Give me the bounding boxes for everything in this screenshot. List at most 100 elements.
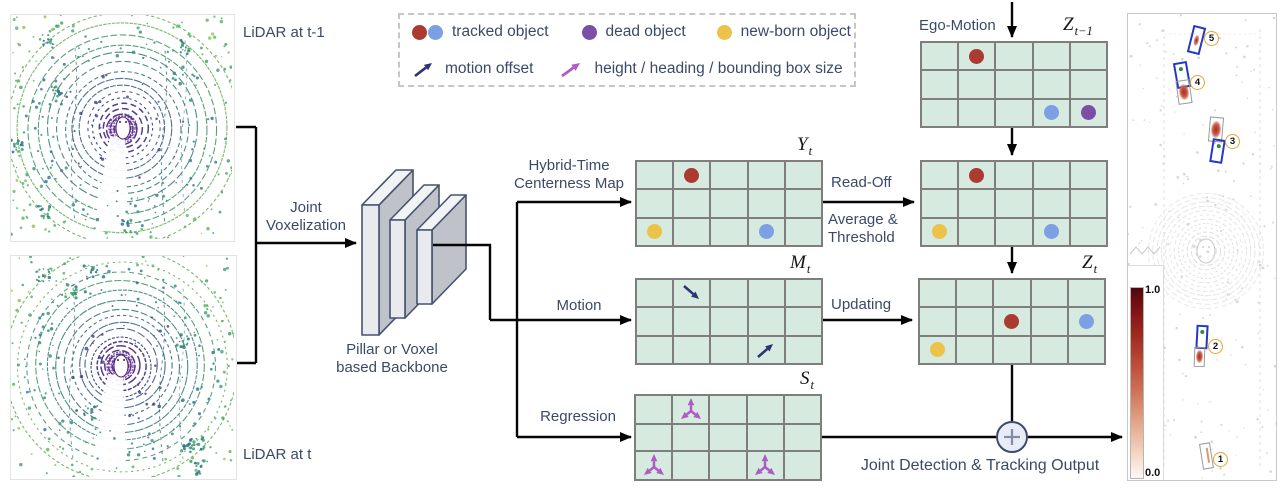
grid-cell — [673, 396, 709, 423]
grid-z-t — [918, 278, 1106, 365]
grid-cell — [959, 218, 995, 245]
grid-z-t-minus-1 — [920, 41, 1108, 128]
grid-cell — [711, 308, 747, 335]
grid-cell — [674, 162, 710, 189]
grid-cell — [959, 99, 995, 126]
grid-cell — [636, 452, 672, 479]
grid-cell — [996, 99, 1032, 126]
grid-cell — [637, 308, 673, 335]
grid-cell — [637, 336, 673, 363]
motion-offset-arrow-icon — [412, 59, 436, 79]
read-off-label: Read-Off — [831, 174, 892, 191]
tracked-blue-dot-icon — [428, 24, 443, 40]
grid-cell — [996, 71, 1032, 98]
grid-cell — [1031, 280, 1067, 307]
grid-cell — [637, 190, 673, 217]
grid-cell — [994, 308, 1030, 335]
output-label: Joint Detection & Tracking Output — [860, 457, 1100, 474]
grid-cell — [785, 308, 821, 335]
grid-cell — [996, 43, 1032, 70]
grid-cell — [1033, 162, 1069, 189]
grid-y-t — [635, 160, 823, 247]
grid-cell — [637, 218, 673, 245]
grid-cell — [1068, 336, 1104, 363]
regression-arrow-glyph — [561, 63, 581, 78]
grid-cell — [748, 308, 784, 335]
regression-arrow-icon — [559, 59, 585, 79]
grid-cell — [747, 425, 783, 450]
grid-cell — [674, 336, 710, 363]
grid-cell — [922, 71, 958, 98]
grid-cell — [957, 280, 993, 307]
lidar-image-t-1 — [10, 14, 235, 242]
grid-cell — [711, 336, 747, 363]
grid-read-off-map — [920, 160, 1108, 247]
grid-cell — [674, 190, 710, 217]
detection-box-blue — [1195, 324, 1209, 350]
centerness-branch-label: Hybrid-Time Centerness Map — [513, 157, 625, 193]
grid-cell — [1033, 43, 1069, 70]
grid-cell — [1068, 308, 1104, 335]
grid-cell — [711, 162, 747, 189]
image-bracket — [236, 125, 258, 365]
grid-cell — [748, 336, 784, 363]
grid-cell — [710, 425, 746, 450]
regression-tri-arrow-icon — [755, 454, 776, 475]
grid-label-m-t: Mt — [790, 252, 811, 276]
grid-cell — [959, 162, 995, 189]
grid-cell — [710, 396, 746, 423]
grid-label-z-t-minus-1: Zt−1 — [1063, 14, 1093, 38]
average-threshold-label: Average & Threshold — [828, 211, 898, 247]
grid-cell — [785, 280, 821, 307]
grid-cell — [996, 218, 1032, 245]
tracked-object-label: tracked object — [452, 23, 549, 40]
motion-branch-label: Motion — [556, 297, 602, 314]
grid-label-s-t: St — [800, 368, 814, 392]
grid-cell — [1070, 43, 1106, 70]
grid-cell — [784, 425, 820, 450]
updating-label: Updating — [831, 296, 892, 313]
backbone-graphic — [361, 169, 467, 336]
track-id-badge: 2 — [1208, 339, 1223, 354]
orange-line-heat-mark — [1205, 448, 1210, 464]
blue-object-dot-icon — [1043, 224, 1059, 240]
grid-cell — [957, 308, 993, 335]
red-object-dot-icon — [1004, 313, 1020, 329]
grid-cell — [920, 280, 956, 307]
grid-cell — [959, 43, 995, 70]
grid-cell — [922, 162, 958, 189]
grid-cell — [784, 452, 820, 479]
colorbar-min-label: 0.0 — [1145, 467, 1161, 479]
red-object-dot-icon — [969, 167, 985, 183]
red-small-heat-mark — [1192, 34, 1201, 47]
grid-cell — [673, 452, 709, 479]
grid-cell — [996, 162, 1032, 189]
red-heat-mark — [1210, 120, 1222, 139]
regression-tri-arrow-icon — [643, 454, 664, 475]
grid-cell — [959, 190, 995, 217]
blue-object-dot-icon — [1078, 313, 1094, 329]
colorbar-max-label: 1.0 — [1145, 284, 1161, 296]
regression-tri-arrow-icon — [680, 398, 701, 419]
grid-cell — [637, 280, 673, 307]
grid-cell — [784, 396, 820, 423]
green-heat-mark — [1178, 66, 1184, 72]
blue-object-dot-icon — [758, 224, 774, 240]
dead-dot-icon — [581, 24, 597, 40]
motion-offset-arrow-glyph — [414, 63, 432, 78]
grid-label-z-t: Zt — [1082, 252, 1098, 276]
regression-legend-label: height / heading / bounding box size — [594, 60, 843, 77]
grid-cell — [922, 218, 958, 245]
legend-row-objects: tracked object dead object new-born obje… — [412, 23, 851, 41]
grid-cell — [1031, 308, 1067, 335]
newborn-dot-icon — [716, 24, 732, 40]
grid-cell — [1070, 162, 1106, 189]
plus-node — [996, 421, 1028, 453]
grid-cell — [637, 162, 673, 189]
grid-cell — [785, 336, 821, 363]
green-heat-mark — [1215, 143, 1221, 149]
red-object-dot-icon — [684, 167, 700, 183]
grid-cell — [710, 452, 746, 479]
legend-row-arrows: motion offset height / heading / boundin… — [412, 59, 843, 79]
